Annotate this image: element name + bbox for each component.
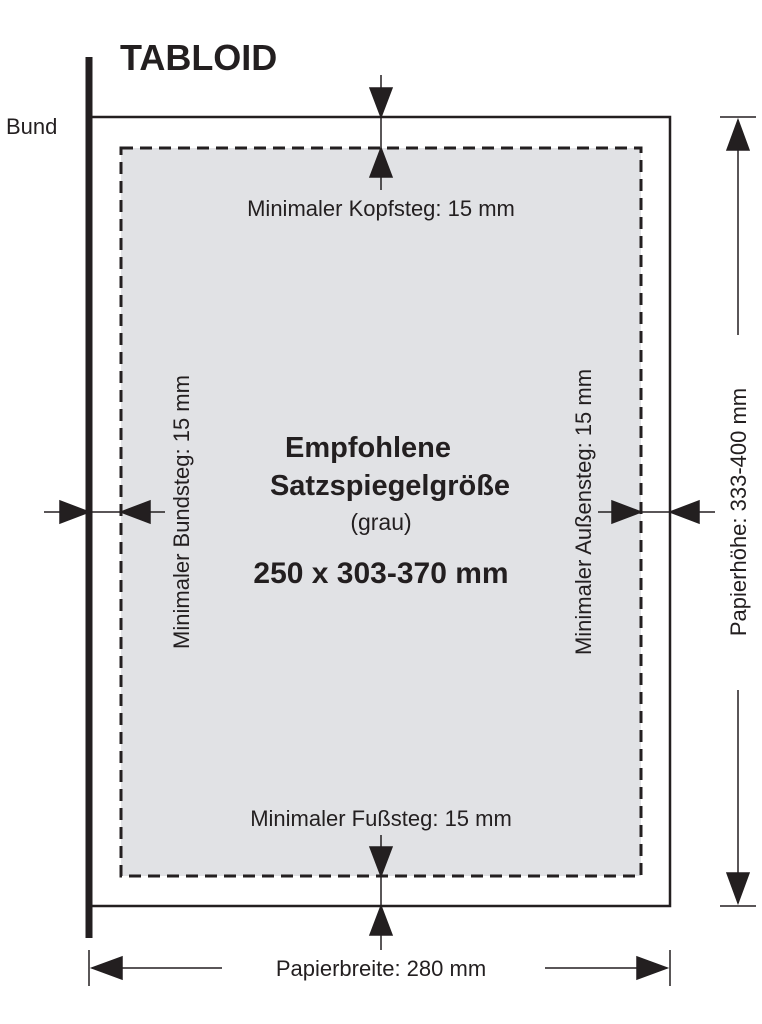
arrow-right-left-icon <box>667 499 700 525</box>
center-line2: Satzspiegelgröße <box>270 470 510 502</box>
bund-label: Bund <box>6 114 57 139</box>
arrow-bottom-up-icon <box>368 903 394 936</box>
center-line3: (grau) <box>350 509 411 535</box>
arrow-left-left-icon <box>118 499 151 525</box>
dimension-arrows <box>44 75 756 986</box>
bottom-margin-label: Minimaler Fußsteg: 15 mm <box>250 806 512 831</box>
arrow-right-right-icon <box>611 499 644 525</box>
center-line1: Empfohlene <box>285 432 451 464</box>
paper-width-label: Papierbreite: 280 mm <box>276 956 486 981</box>
type-area-size: 250 x 303-370 mm <box>253 557 508 590</box>
arrow-top-up-icon <box>368 145 394 178</box>
outer-margin-label: Minimaler Außensteg: 15 mm <box>571 369 596 655</box>
type-area <box>119 146 643 878</box>
arrow-left-right-icon <box>59 499 92 525</box>
title: TABLOID <box>120 37 277 78</box>
inner-margin-label: Minimaler Bundsteg: 15 mm <box>169 375 194 649</box>
arrow-bottom-down-icon <box>368 846 394 879</box>
paper-height-label: Papierhöhe: 333-400 mm <box>726 388 751 636</box>
arrow-top-down-icon <box>368 87 394 120</box>
top-margin-label: Minimaler Kopfsteg: 15 mm <box>247 196 515 221</box>
